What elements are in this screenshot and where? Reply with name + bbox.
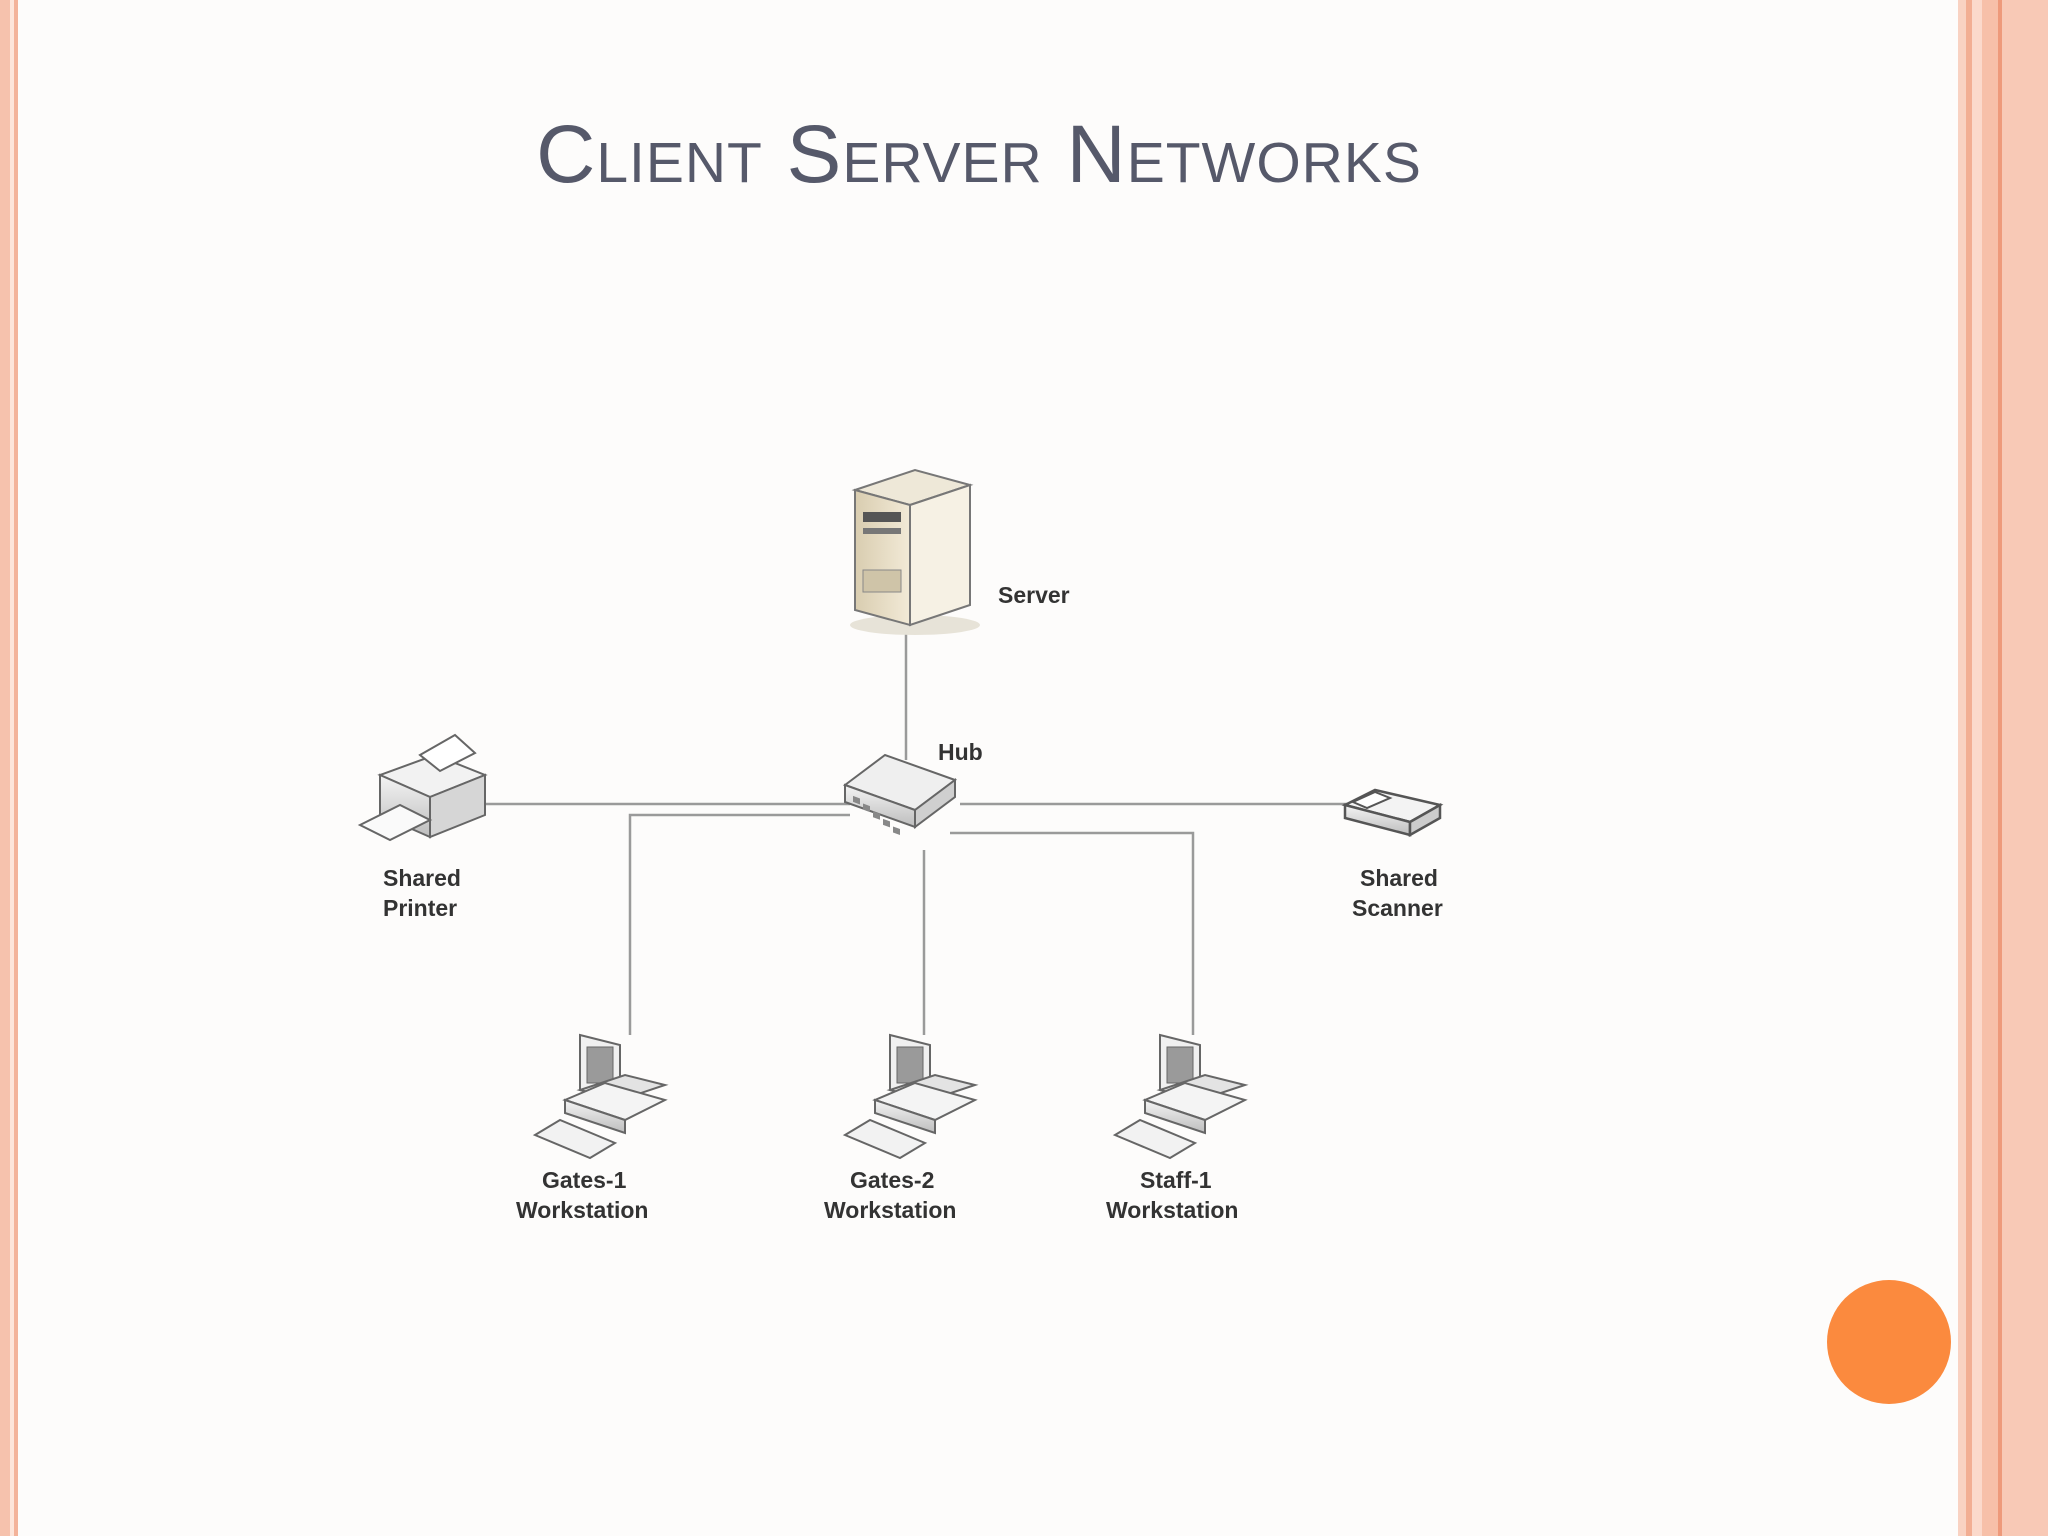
ws3-label-line1: Staff-1 [1140,1167,1212,1193]
right-border-stripe [1982,0,1998,1536]
left-border-stripe [14,0,18,1536]
left-border-stripe [0,0,10,1536]
link-hub-ws1 [628,813,850,1035]
right-border-stripe [1972,0,1982,1536]
ws1-label-line2: Workstation [516,1197,648,1223]
server-tower-icon [850,468,980,635]
ws2-label-line2: Workstation [824,1197,956,1223]
right-border-stripe [1958,0,1966,1536]
ws3-label-line2: Workstation [1106,1197,1238,1223]
printer-label-line2: Printer [383,895,457,921]
right-border-stripe [1998,0,2002,1536]
hub-label: Hub [938,739,983,765]
scanner-label-line1: Shared [1360,865,1438,891]
decorative-orange-circle [1827,1280,1951,1404]
scanner-label-line2: Scanner [1352,895,1443,921]
workstation-node-gates-2: Gates-2 Workstation [824,1033,979,1223]
ws1-label-line1: Gates-1 [542,1167,627,1193]
network-diagram: Server Hub Shared Printer [357,468,1444,1223]
network-hub-icon [842,753,958,836]
workstation-icon [842,1033,979,1160]
left-border-stripe [10,0,14,1536]
printer-node: Shared Printer [357,733,488,921]
workstation-node-staff-1: Staff-1 Workstation [1106,1033,1249,1223]
workstation-node-gates-1: Gates-1 Workstation [516,1033,669,1223]
link-hub-ws3 [950,831,1195,1035]
printer-label-line1: Shared [383,865,461,891]
printer-icon [357,733,488,842]
server-label: Server [998,582,1070,608]
network-links [485,625,1350,1035]
scanner-icon [1341,788,1444,838]
ws2-label-line1: Gates-2 [850,1167,934,1193]
hub-node: Hub [842,739,983,836]
slide-title: Client Server Networks [536,109,1422,200]
server-node: Server [850,468,1070,635]
right-border-stripe [2002,0,2048,1536]
scanner-node: Shared Scanner [1341,788,1444,921]
workstation-icon [1112,1033,1249,1160]
workstation-icon [532,1033,669,1160]
right-border-stripe [1966,0,1972,1536]
